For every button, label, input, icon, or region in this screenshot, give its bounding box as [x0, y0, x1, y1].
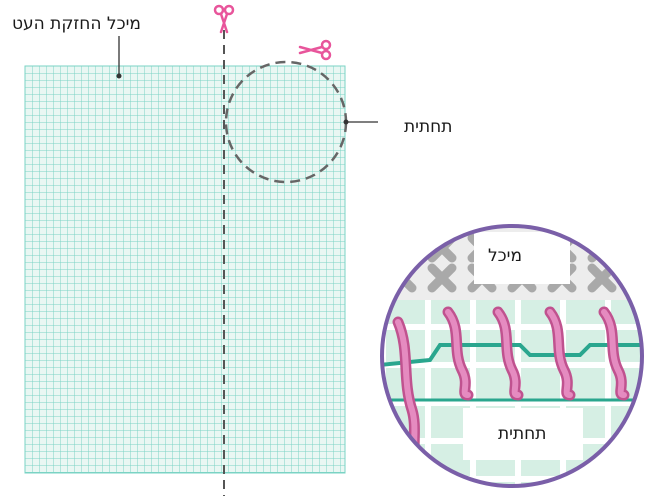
inset-base-label: תחתית: [498, 424, 546, 444]
container-label: מיכל החזקת העט: [12, 14, 141, 34]
scissors-icon: [300, 41, 330, 59]
inset-container-label: מיכל: [488, 246, 522, 266]
base-leader-dot: [344, 120, 349, 125]
base-label: תחתית: [404, 117, 452, 137]
scissors-icon: [215, 6, 233, 32]
container-leader-dot: [117, 74, 122, 79]
mesh-sheet: [25, 66, 345, 473]
